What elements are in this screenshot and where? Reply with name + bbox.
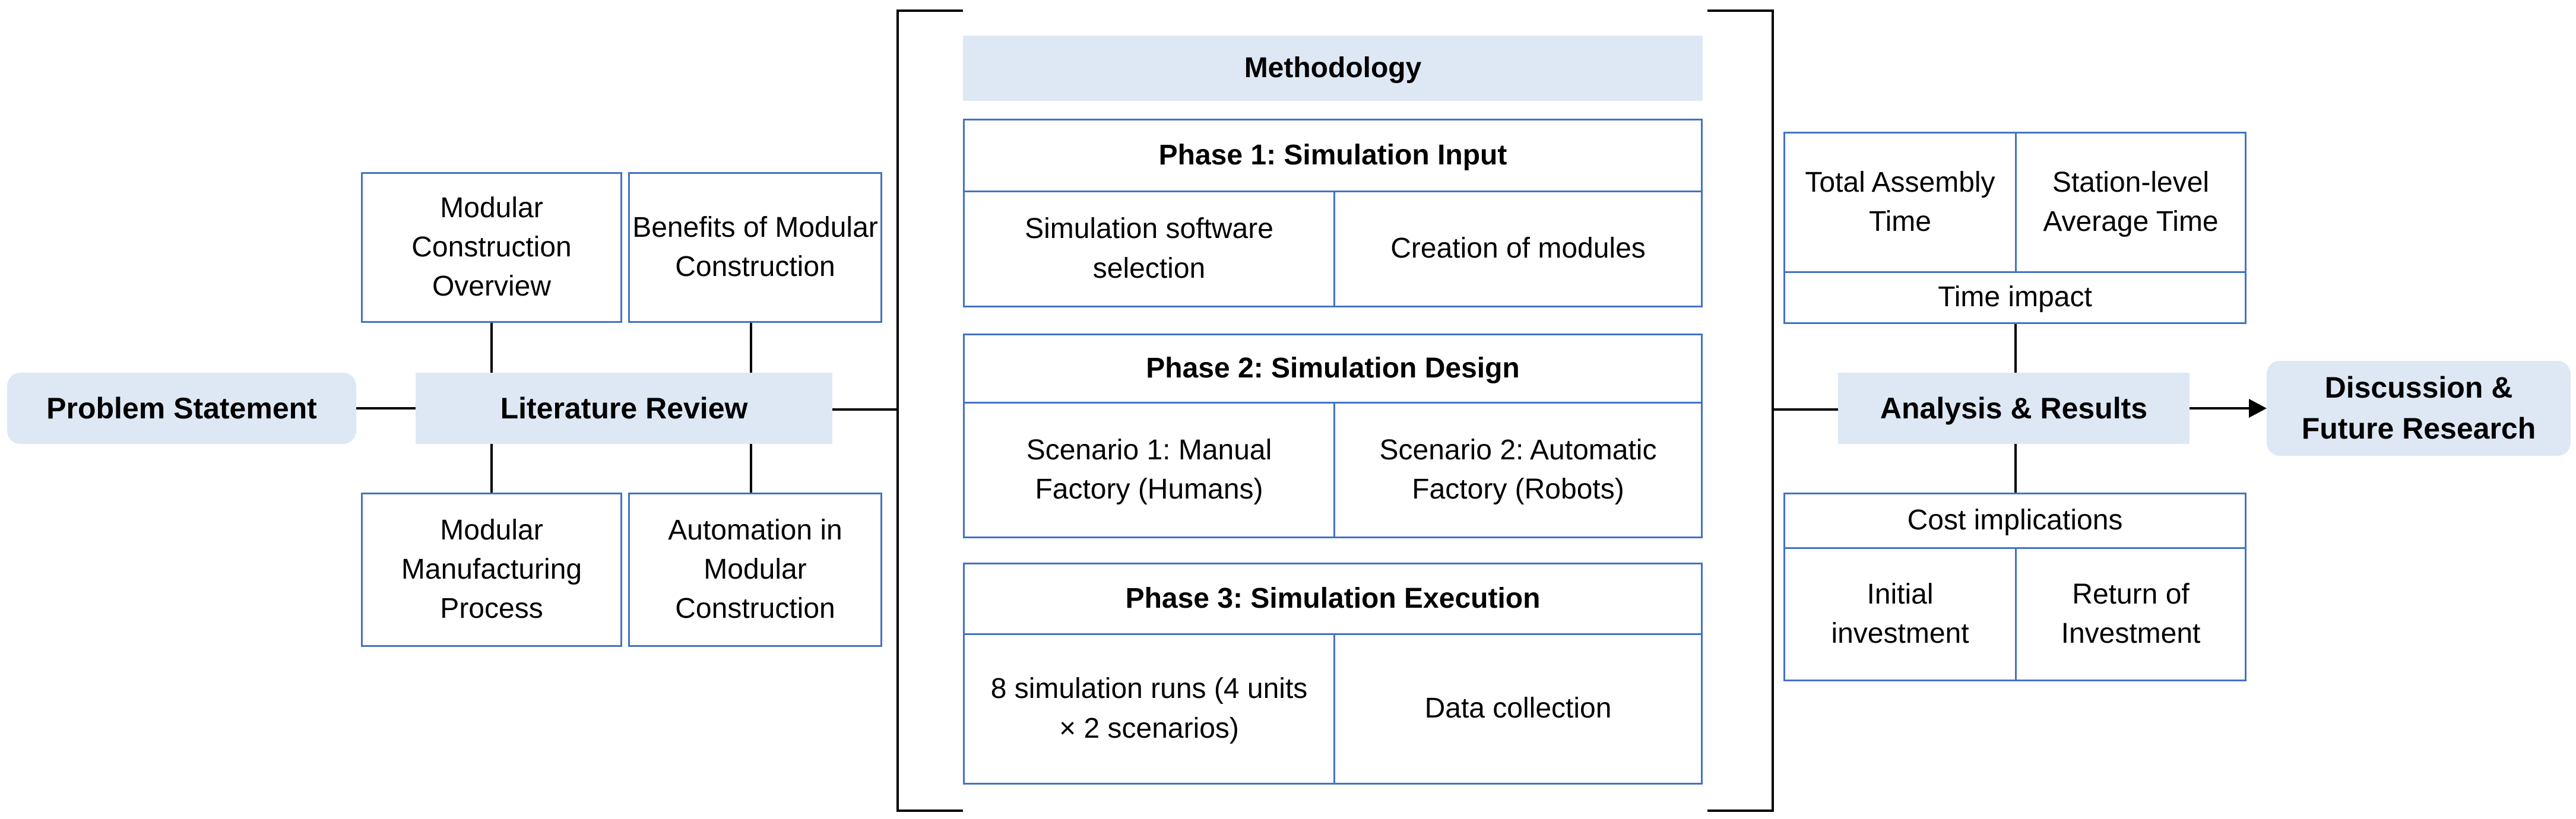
literature-topic-label: Modular Construction Overview — [411, 192, 572, 303]
problem-statement-label: Problem Statement — [46, 391, 317, 425]
phase-1-item-software: Simulation software selection — [963, 191, 1335, 307]
methodology-header: Methodology — [963, 36, 1703, 101]
analysis-results-box: Analysis & Results — [1838, 373, 2190, 444]
phase-item-label: Scenario 1: Manual Factory (Humans) — [1026, 434, 1272, 505]
methodology-title: Methodology — [1244, 52, 1422, 84]
phase-item-label: 8 simulation runs (4 units × 2 scenarios… — [990, 673, 1308, 744]
methodology-left-bracket — [896, 9, 963, 812]
literature-topic-overview: Modular Construction Overview — [361, 172, 622, 323]
methodology-right-bracket — [1707, 9, 1774, 812]
phase-3-header: Phase 3: Simulation Execution — [963, 563, 1703, 635]
literature-topic-label: Automation in Modular Construction — [668, 514, 842, 625]
time-item-total-assembly: Total Assembly Time — [1783, 132, 2017, 273]
problem-statement-box: Problem Statement — [7, 373, 356, 444]
literature-topic-automation: Automation in Modular Construction — [628, 493, 882, 647]
cost-implications-label: Cost implications — [1907, 504, 2123, 537]
phase-item-label: Simulation software selection — [1025, 213, 1273, 284]
phase-title: Phase 1: Simulation Input — [1158, 139, 1507, 171]
cost-item-label: Return of Investment — [2061, 578, 2201, 649]
phase-item-label: Creation of modules — [1390, 233, 1646, 265]
literature-topic-label: Modular Manufacturing Process — [401, 514, 582, 625]
phase-item-label: Data collection — [1424, 693, 1612, 725]
time-item-station-average: Station-level Average Time — [2015, 132, 2247, 273]
phase-item-label: Scenario 2: Automatic Factory (Robots) — [1379, 434, 1657, 505]
time-impact-label-box: Time impact — [1783, 271, 2247, 324]
literature-review-box: Literature Review — [416, 373, 832, 444]
cost-item-return: Return of Investment — [2015, 547, 2247, 681]
discussion-future-research-box: Discussion & Future Research — [2267, 361, 2571, 456]
phase-3-item-data: Data collection — [1333, 633, 1703, 785]
phase-title: Phase 2: Simulation Design — [1146, 352, 1520, 384]
discussion-label: Discussion & Future Research — [2301, 371, 2536, 445]
phase-2-item-automatic: Scenario 2: Automatic Factory (Robots) — [1333, 402, 1703, 538]
phase-1-header: Phase 1: Simulation Input — [963, 119, 1703, 192]
phase-title: Phase 3: Simulation Execution — [1125, 582, 1541, 614]
literature-topic-label: Benefits of Modular Construction — [632, 211, 878, 282]
literature-review-label: Literature Review — [500, 391, 748, 425]
cost-item-initial-investment: Initial investment — [1783, 547, 2017, 681]
phase-2-item-manual: Scenario 1: Manual Factory (Humans) — [963, 402, 1335, 538]
phase-2-header: Phase 2: Simulation Design — [963, 334, 1703, 404]
time-impact-label: Time impact — [1938, 281, 2092, 313]
literature-topic-benefits: Benefits of Modular Construction — [628, 172, 882, 323]
cost-item-label: Initial investment — [1831, 578, 1969, 649]
literature-topic-process: Modular Manufacturing Process — [361, 493, 622, 647]
phase-3-item-runs: 8 simulation runs (4 units × 2 scenarios… — [963, 633, 1335, 785]
analysis-results-label: Analysis & Results — [1880, 391, 2148, 425]
cost-implications-label-box: Cost implications — [1783, 493, 2247, 549]
time-item-label: Total Assembly Time — [1805, 166, 1995, 237]
phase-1-item-modules: Creation of modules — [1333, 191, 1703, 307]
arrowhead-analysis-to-discussion — [2249, 399, 2267, 418]
time-item-label: Station-level Average Time — [2043, 166, 2219, 237]
